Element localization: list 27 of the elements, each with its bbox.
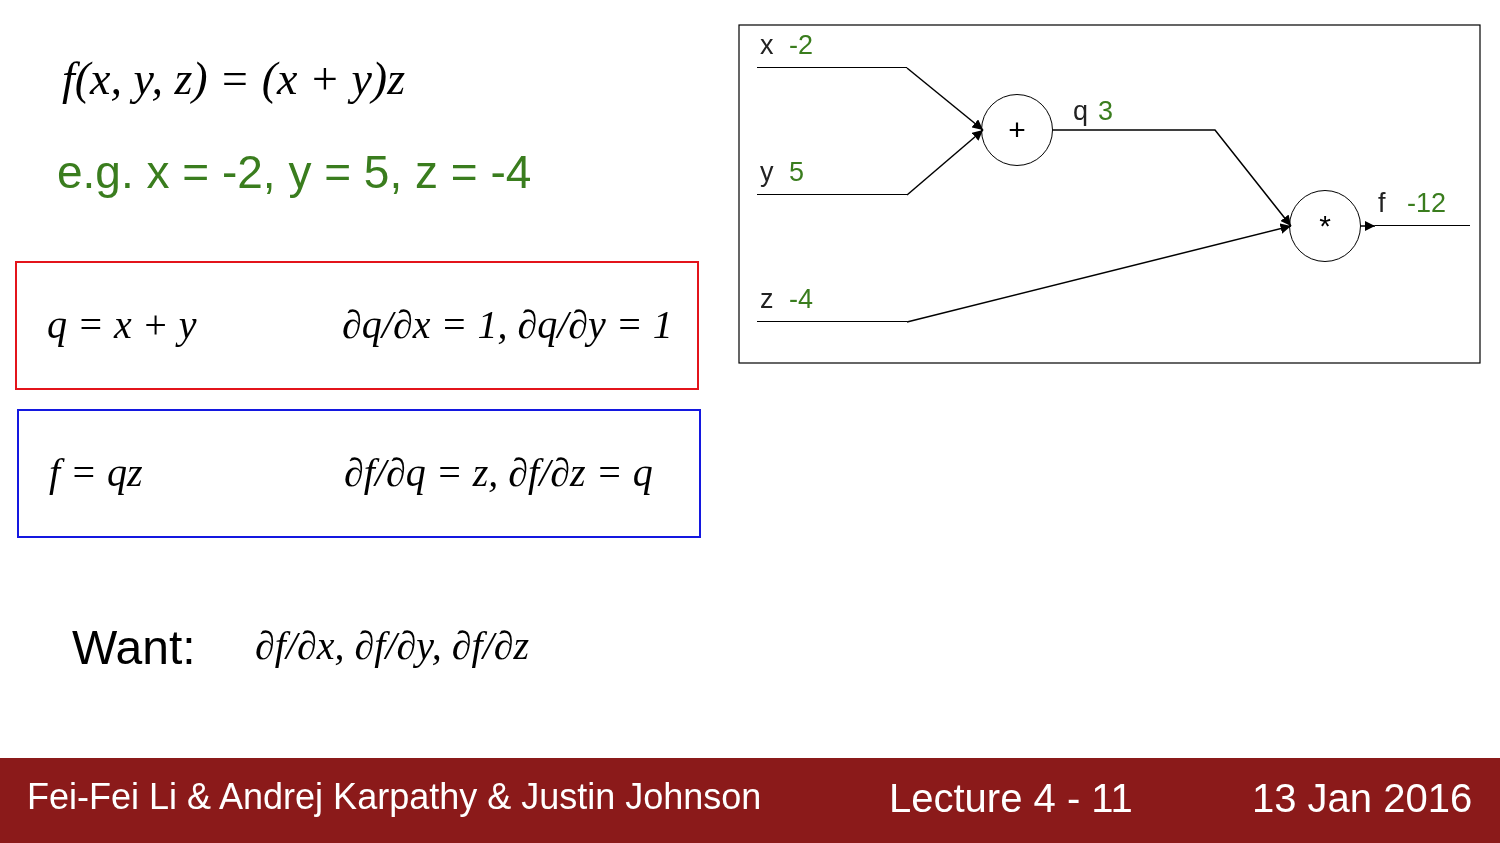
arrow xyxy=(906,129,984,196)
equation: f = qz xyxy=(49,449,143,496)
variable-value: 5 xyxy=(789,157,805,188)
variable-name: y xyxy=(760,157,774,188)
want-label: Want: xyxy=(72,620,196,675)
edge-value: 3 xyxy=(1098,96,1114,127)
equation-box xyxy=(15,261,699,390)
variable-value: -4 xyxy=(789,284,813,315)
variable-value: -12 xyxy=(1407,188,1447,219)
example-values: e.g. x = -2, y = 5, z = -4 xyxy=(57,145,532,199)
variable-value: -2 xyxy=(789,30,813,61)
derivative-formula: ∂f/∂q = z, ∂f/∂z = q xyxy=(344,449,653,496)
equation-box xyxy=(17,409,701,538)
equation: q = x + y xyxy=(47,301,197,348)
variable-name: z xyxy=(760,284,774,315)
footer-date: 13 Jan 2016 xyxy=(1252,776,1473,821)
arrow xyxy=(1052,129,1292,227)
formula-title: f(x, y, z) = (x + y)z xyxy=(62,52,406,105)
derivative-formula: ∂q/∂x = 1, ∂q/∂y = 1 xyxy=(342,301,673,348)
arrow xyxy=(906,223,1292,323)
arrow xyxy=(906,67,984,131)
variable-name: f xyxy=(1378,188,1386,219)
gradient-formula: ∂f/∂x, ∂f/∂y, ∂f/∂z xyxy=(255,622,530,669)
variable-name: x xyxy=(760,30,774,61)
footer-lecture: Lecture 4 - 11 xyxy=(889,776,1133,821)
footer-authors: Fei-Fei Li & Andrej Karpathy & Justin Johnson xyxy=(27,776,762,818)
arrow xyxy=(1360,220,1376,232)
